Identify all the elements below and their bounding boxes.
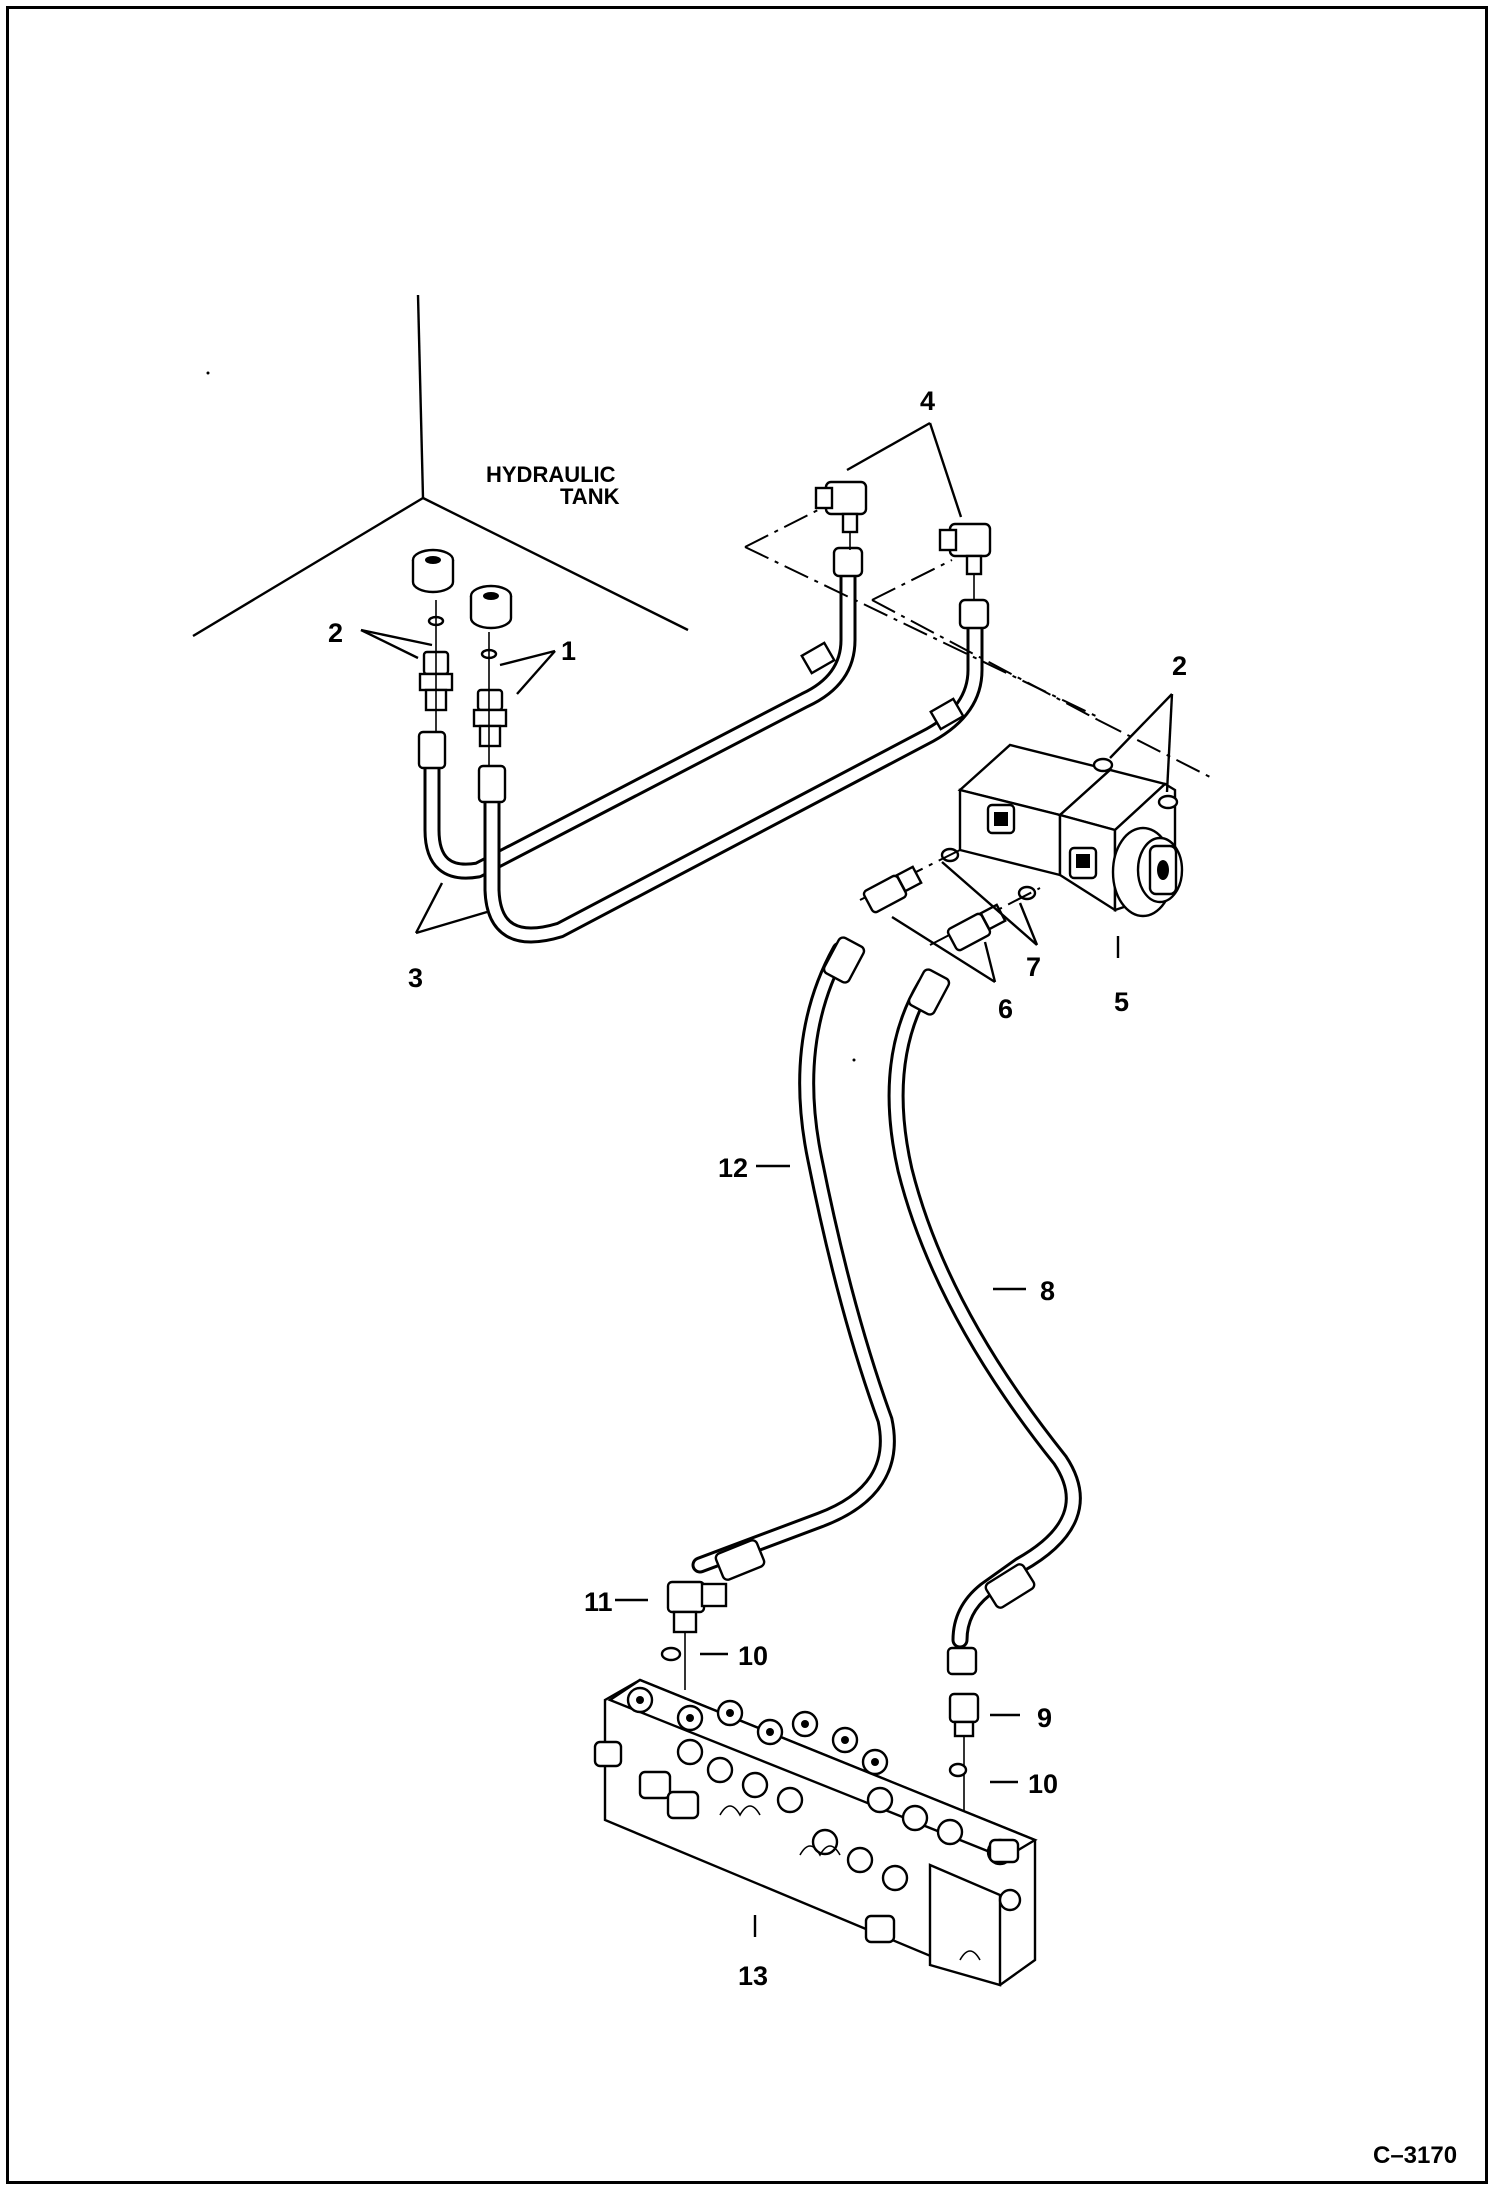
hydraulic-pump — [957, 743, 1184, 958]
suction-hose-pair — [417, 546, 990, 944]
callout-9: 9 — [1037, 1703, 1052, 1733]
callout-6: 6 — [998, 994, 1013, 1024]
callout-3: 3 — [408, 963, 423, 993]
callout-2-left: 2 — [328, 618, 343, 648]
callout-13: 13 — [738, 1961, 768, 1991]
pump-outlet-fittings — [859, 847, 1041, 952]
hydraulic-tank-outline — [192, 294, 689, 638]
callout-12: 12 — [718, 1153, 748, 1183]
diagram-border — [6, 6, 1488, 2184]
callout-5: 5 — [1114, 987, 1129, 1017]
callout-7: 7 — [1026, 952, 1041, 982]
callout-2-right: 2 — [1172, 651, 1187, 681]
pressure-hoses — [691, 936, 1082, 1649]
elbow-fittings-item4 — [814, 480, 992, 600]
callout-1: 1 — [561, 636, 576, 666]
centerline-guides — [744, 509, 1213, 779]
o-rings-item2-pump — [1092, 757, 1179, 810]
tank-label-line2: TANK — [560, 484, 620, 509]
control-valve — [593, 1678, 1038, 1987]
callout-10-bottom: 10 — [1028, 1769, 1058, 1799]
callout-8: 8 — [1040, 1276, 1055, 1306]
callout-4: 4 — [920, 386, 935, 416]
tank-label-line1: HYDRAULIC — [486, 462, 616, 487]
drawing-number: C–3170 — [1373, 2142, 1457, 2169]
valve-fittings — [660, 1580, 980, 1850]
leader-lines — [360, 421, 1174, 1784]
tank-port-fittings — [411, 548, 513, 770]
callout-11: 11 — [584, 1587, 613, 1617]
callout-10-top: 10 — [738, 1641, 768, 1671]
